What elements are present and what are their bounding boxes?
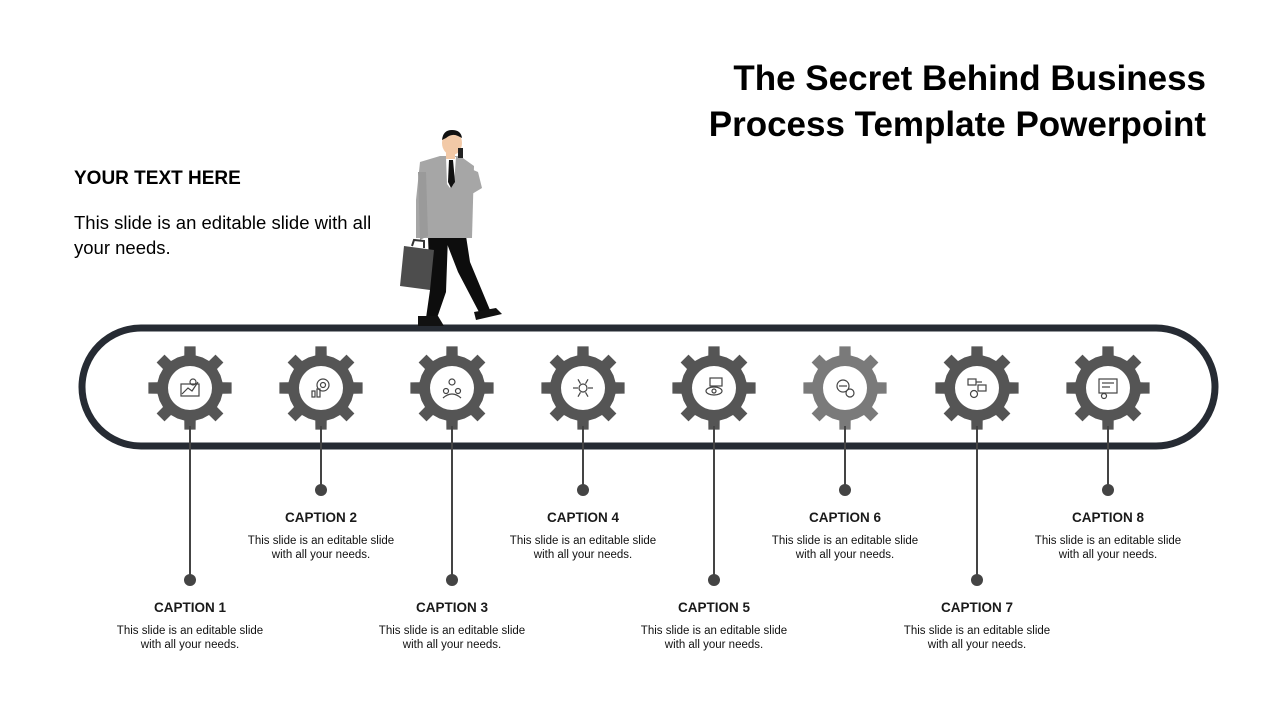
caption-title: CAPTION 5 xyxy=(677,600,750,615)
step-caption-4: CAPTION 4 This slide is an editable slide… xyxy=(503,510,663,562)
gear-person-icon xyxy=(836,379,855,398)
step-gear-1 xyxy=(148,346,232,430)
step-gear-5 xyxy=(672,346,756,430)
step-caption-5: CAPTION 5 This slide is an editable slide… xyxy=(634,600,794,652)
caption-body: This slide is an editable slide with all… xyxy=(1034,535,1182,561)
title-line-1: The Secret Behind Business xyxy=(733,59,1206,98)
caption-title: CAPTION 7 xyxy=(940,600,1013,615)
step-gear-6 xyxy=(803,346,887,430)
step-gear-2 xyxy=(279,346,363,430)
growth-chart-icon xyxy=(180,378,200,397)
caption-body: This slide is an editable slide with all… xyxy=(640,625,788,651)
caption-title: CAPTION 3 xyxy=(415,600,488,615)
caption-title: CAPTION 6 xyxy=(808,510,881,525)
step-connector-dot xyxy=(971,574,983,586)
caption-body: This slide is an editable slide with all… xyxy=(509,535,657,561)
step-gear-4 xyxy=(541,346,625,430)
caption-body: This slide is an editable slide with all… xyxy=(771,535,919,561)
idea-process-icon xyxy=(573,379,593,397)
vision-chart-icon xyxy=(705,377,723,396)
step-connectors xyxy=(184,426,1114,586)
step-caption-3: CAPTION 3 This slide is an editable slide… xyxy=(372,600,532,652)
businessman-illustration xyxy=(400,130,502,326)
step-caption-1: CAPTION 1 This slide is an editable slide… xyxy=(110,600,270,652)
team-network-icon xyxy=(442,378,462,399)
step-caption-6: CAPTION 6 This slide is an editable slide… xyxy=(765,510,925,562)
dashboard-icon xyxy=(1098,378,1118,400)
step-connector-dot xyxy=(708,574,720,586)
conveyor-track xyxy=(78,324,1219,450)
caption-body: This slide is an editable slide with all… xyxy=(247,535,395,561)
process-gears xyxy=(148,346,1150,430)
step-caption-2: CAPTION 2 This slide is an editable slide… xyxy=(241,510,401,562)
step-connector-dot xyxy=(184,574,196,586)
workflow-icon xyxy=(967,378,987,399)
caption-title: CAPTION 1 xyxy=(153,600,226,615)
caption-title: CAPTION 8 xyxy=(1071,510,1144,525)
intro-text: This slide is an editable slide with all… xyxy=(74,212,372,258)
caption-body: This slide is an editable slide with all… xyxy=(116,625,264,651)
step-gear-7 xyxy=(935,346,1019,430)
step-gear-8 xyxy=(1066,346,1150,430)
subheading: YOUR TEXT HERE xyxy=(74,168,241,189)
caption-body: This slide is an editable slide with all… xyxy=(903,625,1051,651)
slide-title: The Secret Behind Business Process Templ… xyxy=(586,56,1206,148)
step-caption-7: CAPTION 7 This slide is an editable slide… xyxy=(897,600,1057,652)
step-caption-8: CAPTION 8 This slide is an editable slide… xyxy=(1028,510,1188,562)
step-connector-dot xyxy=(839,484,851,496)
title-line-2: Process Template Powerpoint xyxy=(708,105,1206,144)
step-connector-dot xyxy=(315,484,327,496)
step-connector-dot xyxy=(446,574,458,586)
target-analytics-icon xyxy=(311,378,330,398)
step-connector-dot xyxy=(1102,484,1114,496)
caption-body: This slide is an editable slide with all… xyxy=(378,625,526,651)
step-gear-3 xyxy=(410,346,494,430)
caption-title: CAPTION 2 xyxy=(284,510,357,525)
caption-title: CAPTION 4 xyxy=(546,510,619,525)
step-connector-dot xyxy=(577,484,589,496)
